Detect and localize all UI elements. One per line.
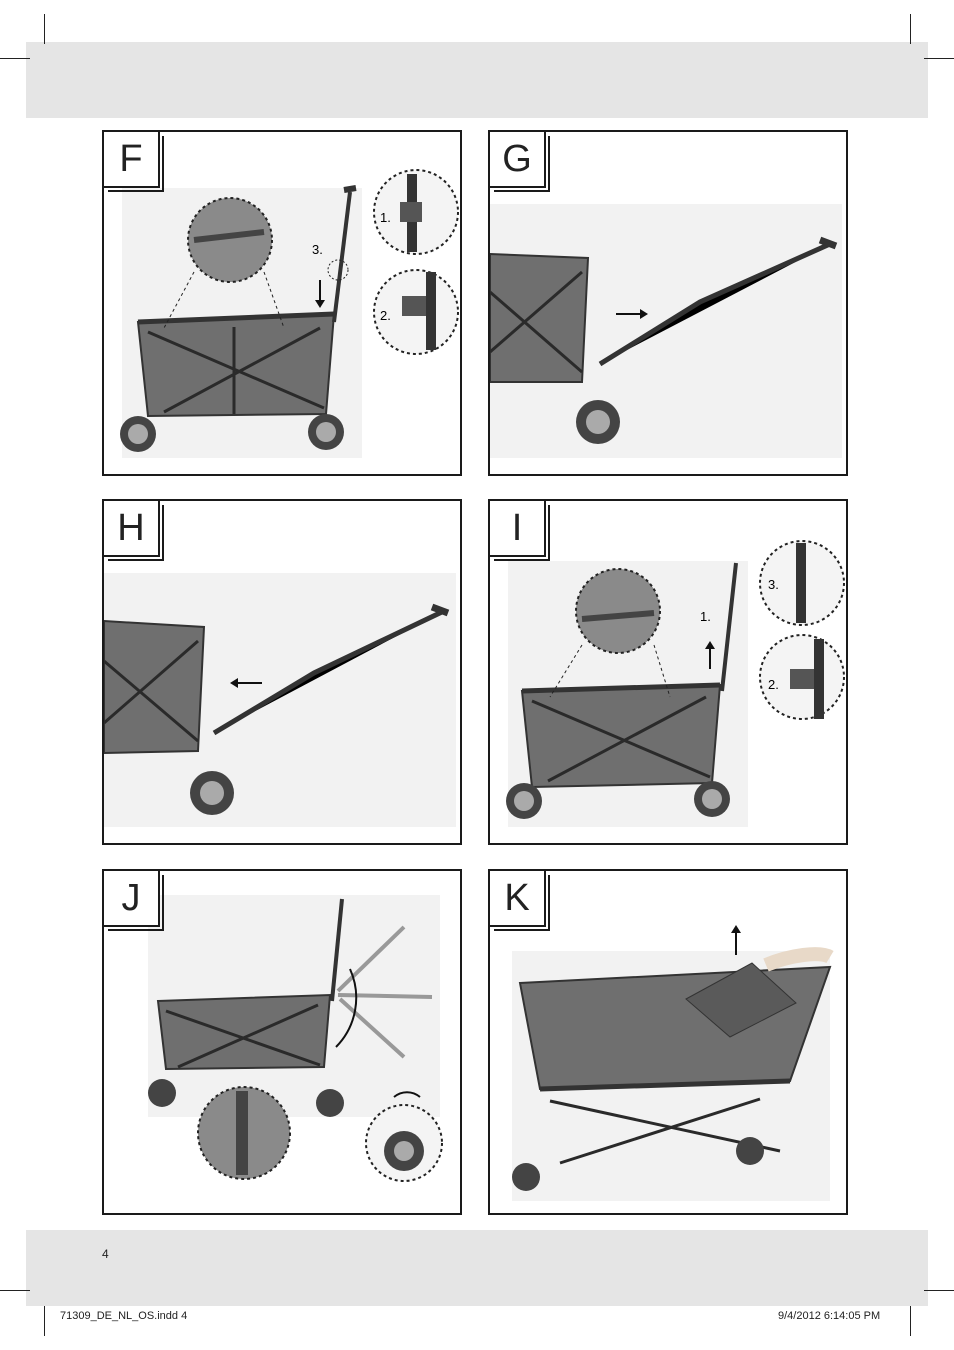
panel-label: I: [490, 501, 546, 557]
panel-j: J: [102, 869, 462, 1215]
panel-label: H: [104, 501, 160, 557]
footer-file: 71309_DE_NL_OS.indd 4: [60, 1310, 188, 1322]
wagon-illustration: [512, 925, 834, 1201]
crop-mark: [0, 1290, 30, 1291]
step-label: 1.: [380, 210, 391, 225]
panel-letter: G: [502, 138, 532, 180]
footer-date: 9/4/2012 6:14:05 PM: [778, 1310, 881, 1322]
panel-letter: I: [511, 507, 523, 549]
panel-label: F: [104, 132, 160, 188]
step-label: 3.: [312, 242, 323, 257]
footer-band: [26, 1230, 928, 1306]
wagon-illustration: [490, 204, 842, 458]
crop-mark: [924, 1290, 954, 1291]
panel-i: I 1. 2. 3.: [488, 499, 848, 845]
panel-letter: H: [117, 507, 145, 549]
panel-g: G: [488, 130, 848, 476]
panel-label: J: [104, 871, 160, 927]
step-label: 2.: [768, 677, 779, 692]
crop-mark: [0, 58, 30, 59]
step-label: 1.: [700, 609, 711, 624]
wagon-illustration: [104, 573, 456, 827]
panel-label: G: [490, 132, 546, 188]
panel-f: F 1. 2. 3.: [102, 130, 462, 476]
panel-h: H: [102, 499, 462, 845]
step-label: 3.: [768, 577, 779, 592]
wagon-illustration: [506, 540, 845, 827]
panel-k: K: [488, 869, 848, 1215]
header-band: [26, 42, 928, 118]
step-label: 2.: [380, 308, 391, 323]
page-number: 4: [102, 1247, 109, 1261]
crop-mark: [910, 14, 911, 44]
panel-letter: K: [504, 877, 530, 919]
panel-letter: F: [119, 138, 143, 180]
crop-mark: [924, 58, 954, 59]
panel-label: K: [490, 871, 546, 927]
crop-mark: [44, 14, 45, 44]
panel-letter: J: [121, 877, 141, 919]
crop-mark: [44, 1306, 45, 1336]
crop-mark: [910, 1306, 911, 1336]
wagon-illustration: [120, 169, 459, 458]
wagon-illustration: [148, 895, 443, 1182]
